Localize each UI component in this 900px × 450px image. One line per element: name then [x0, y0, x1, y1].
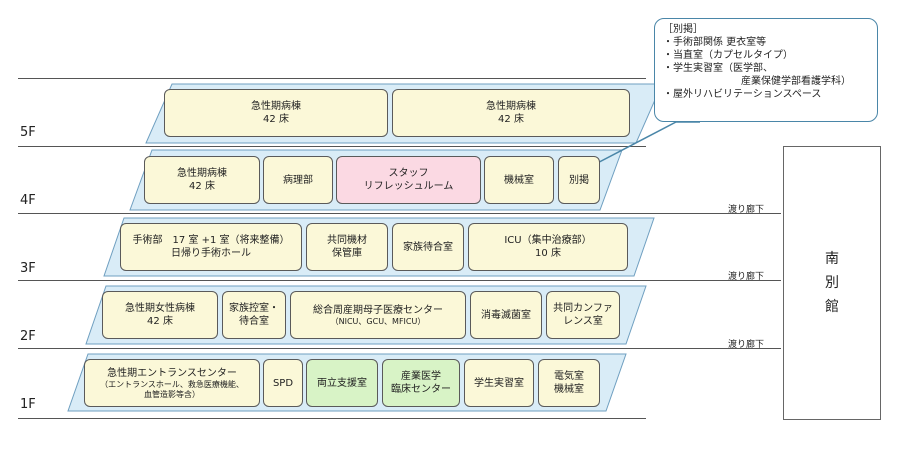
room-2f-conference-line1: 共同カンファ: [553, 303, 613, 314]
room-4f-pathology: 病理部: [263, 156, 333, 204]
room-3f-icu-line1: ICU（集中治療部）: [504, 235, 592, 246]
callout-item-text: 屋外リハビリテーションスペース: [673, 89, 822, 100]
room-2f-conference-line2: レンス室: [563, 316, 603, 327]
floor-label-2f: 2F: [20, 329, 36, 344]
room-1f-spd-line1: SPD: [272, 377, 294, 389]
callout-bullet: ・: [663, 89, 673, 100]
callout-bullet: ・: [663, 63, 673, 74]
room-1f-support-line1: 両立支援室: [317, 377, 367, 389]
room-2f-family: 家族控室・ 待合室: [222, 291, 286, 339]
room-2f-women-line2: 42 床: [147, 316, 173, 327]
callout-item: ・ 学生実習室（医学部、: [663, 62, 869, 75]
room-3f-family-line1: 家族待合室: [403, 241, 453, 253]
floor-line-5f: [18, 78, 646, 79]
room-5f-ward-a-line2: 42 床: [263, 114, 289, 125]
room-3f-storage-line1: 共同機材: [327, 235, 367, 246]
room-2f-perinatal-line1: 総合周産期母子医療センター: [313, 304, 443, 316]
south-annex-char-3: 館: [825, 299, 839, 315]
room-2f-women-line1: 急性期女性病棟: [125, 303, 195, 314]
floor-line-2f: [18, 280, 781, 281]
callout-item-text: 産業保健学部看護学科）: [741, 76, 851, 87]
corridor-label-2f: 渡り廊下: [728, 272, 765, 282]
room-4f-machine: 機械室: [484, 156, 554, 204]
callout-item: ・ 屋外リハビリテーションスペース: [663, 88, 869, 101]
south-annex-building: 南 別 館: [783, 146, 881, 420]
floor-label-4f: 4F: [20, 193, 36, 208]
room-4f-separate: 別掲: [558, 156, 600, 204]
callout-item-text: 手術部関係 更衣室等: [673, 37, 767, 48]
floor-line-3f: [18, 213, 781, 214]
room-1f-electric: 電気室 機械室: [538, 359, 600, 407]
room-1f-entrance: 急性期エントランスセンター （エントランスホール、救急医療機能、 血管造影等含）: [84, 359, 260, 407]
room-4f-staff-line2: リフレッシュルーム: [363, 181, 454, 192]
room-3f-icu-line2: 10 床: [535, 248, 561, 259]
room-2f-family-line1: 家族控室・: [229, 303, 279, 314]
room-1f-electric-line2: 機械室: [554, 384, 584, 395]
callout-item-continued: 産業保健学部看護学科）: [663, 75, 869, 88]
room-3f-family: 家族待合室: [392, 223, 464, 271]
room-1f-spd: SPD: [263, 359, 303, 407]
room-1f-entrance-line3: 血管造影等含）: [144, 389, 200, 399]
room-1f-entrance-line1: 急性期エントランスセンター: [107, 367, 237, 379]
room-5f-ward-b-line2: 42 床: [498, 114, 524, 125]
south-annex-char-1: 南: [825, 251, 839, 267]
room-5f-ward-a-line1: 急性期病棟: [251, 101, 301, 112]
room-4f-pathology-line1: 病理部: [283, 174, 313, 186]
room-5f-ward-b: 急性期病棟 42 床: [392, 89, 630, 137]
separate-listing-callout: ［別掲］ ・ 手術部関係 更衣室等 ・ 当直室（カプセルタイプ） ・ 学生実習室…: [654, 18, 878, 122]
floor-line-1f: [18, 348, 781, 349]
floor-line-4f: [18, 146, 646, 147]
room-2f-sterile: 消毒滅菌室: [470, 291, 542, 339]
callout-item-text: 学生実習室（医学部、: [673, 63, 773, 74]
callout-item: ・ 当直室（カプセルタイプ）: [663, 49, 869, 62]
room-5f-ward-a: 急性期病棟 42 床: [164, 89, 388, 137]
room-4f-machine-line1: 機械室: [504, 174, 534, 186]
south-annex-char-2: 別: [825, 275, 839, 291]
callout-item: ・ 手術部関係 更衣室等: [663, 36, 869, 49]
corridor-label-1f: 渡り廊下: [728, 340, 765, 350]
room-2f-family-line2: 待合室: [239, 316, 269, 327]
room-1f-entrance-line2: （エントランスホール、救急医療機能、: [100, 379, 244, 389]
room-2f-perinatal: 総合周産期母子医療センター （NICU、GCU、MFICU）: [290, 291, 466, 339]
room-1f-occupational: 産業医学 臨床センター: [382, 359, 460, 407]
room-4f-ward-line1: 急性期病棟: [177, 168, 227, 179]
room-3f-surgery-line2: 日帰り手術ホール: [171, 248, 251, 259]
room-1f-occupational-line1: 産業医学: [401, 371, 441, 382]
room-4f-separate-line1: 別掲: [569, 174, 589, 186]
room-4f-staff-line1: スタッフ: [388, 168, 429, 179]
room-2f-perinatal-line2: （NICU、GCU、MFICU）: [330, 316, 426, 326]
room-2f-women-ward: 急性期女性病棟 42 床: [102, 291, 218, 339]
room-1f-occupational-line2: 臨床センター: [391, 384, 451, 395]
callout-item-text: 当直室（カプセルタイプ）: [673, 50, 793, 61]
room-2f-conference: 共同カンファ レンス室: [546, 291, 620, 339]
room-5f-ward-b-line1: 急性期病棟: [486, 101, 536, 112]
room-1f-student-line1: 学生実習室: [474, 377, 524, 389]
room-3f-surgery: 手術部 17 室 +1 室（将来整備） 日帰り手術ホール: [120, 223, 302, 271]
room-4f-ward-line2: 42 床: [189, 181, 215, 192]
room-3f-surgery-line1: 手術部 17 室 +1 室（将来整備）: [132, 235, 290, 246]
callout-pointer: [583, 121, 700, 171]
room-1f-support: 両立支援室: [306, 359, 378, 407]
floor-line-ground: [18, 418, 646, 419]
room-4f-ward: 急性期病棟 42 床: [144, 156, 260, 204]
corridor-label-3f: 渡り廊下: [728, 205, 765, 215]
room-1f-student: 学生実習室: [464, 359, 534, 407]
room-3f-storage-line2: 保管庫: [332, 248, 362, 259]
room-1f-electric-line1: 電気室: [554, 371, 584, 382]
floor-label-1f: 1F: [20, 397, 36, 412]
room-4f-staff-refresh: スタッフ リフレッシュルーム: [336, 156, 481, 204]
callout-bullet: ・: [663, 50, 673, 61]
floor-label-5f: 5F: [20, 125, 36, 140]
floor-label-3f: 3F: [20, 261, 36, 276]
room-3f-storage: 共同機材 保管庫: [306, 223, 388, 271]
callout-bullet: ・: [663, 37, 673, 48]
room-3f-icu: ICU（集中治療部） 10 床: [468, 223, 628, 271]
callout-title: ［別掲］: [663, 24, 703, 35]
room-2f-sterile-line1: 消毒滅菌室: [481, 309, 531, 321]
